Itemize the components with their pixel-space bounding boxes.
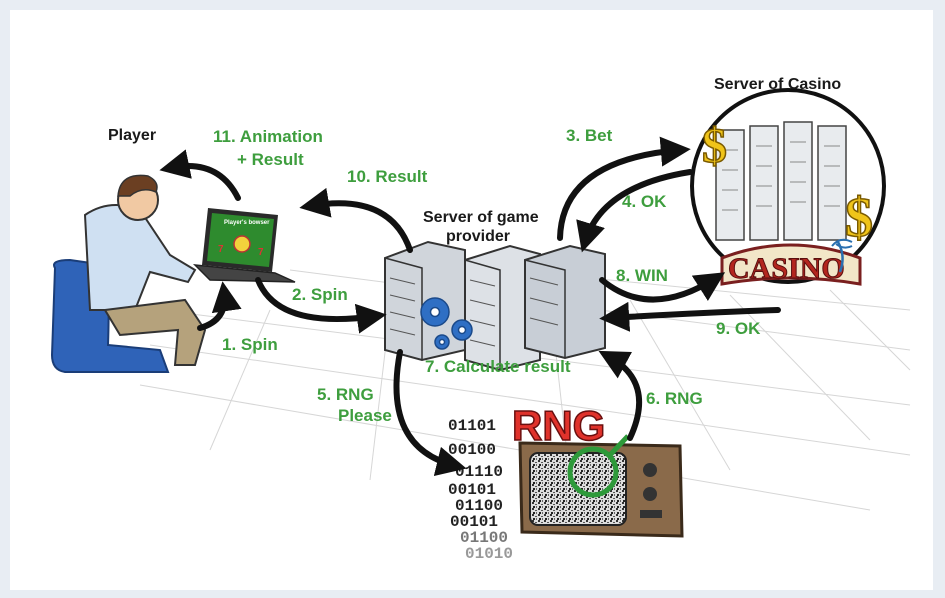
- svg-text:01010: 01010: [465, 545, 513, 563]
- svg-text:7: 7: [258, 247, 264, 258]
- arrow-5-rng-please: [393, 349, 467, 477]
- svg-text:$: $: [702, 117, 727, 173]
- arrow-1-spin: [197, 281, 242, 331]
- arrow-10-result: [299, 187, 413, 253]
- casino-sign: CASINO: [728, 252, 845, 285]
- step-8: 8. WIN: [616, 266, 668, 285]
- step-1: 1. Spin: [222, 335, 278, 354]
- rng-television: [518, 434, 684, 538]
- arrow-8-win: [599, 272, 726, 303]
- step-9: 9. OK: [716, 319, 761, 338]
- arrow-11-animation: [159, 149, 241, 201]
- rng-sign: RNG: [512, 402, 605, 449]
- arrow-4-ok: [576, 169, 693, 253]
- step-10: 10. Result: [347, 167, 428, 186]
- diagram-card: Player's bowser 7 7 Player Server of gam…: [10, 10, 933, 590]
- svg-text:$: $: [845, 187, 873, 249]
- step-11-line2: + Result: [237, 150, 304, 169]
- browser-label: Player's bowser: [224, 220, 270, 226]
- laptop: Player's bowser 7 7: [192, 208, 296, 283]
- step-11-line1: 11. Animation: [213, 127, 323, 146]
- provider-label-line2: provider: [446, 228, 510, 245]
- arrow-9-ok: [599, 301, 781, 332]
- arrow-3-bet: [557, 136, 691, 241]
- binary-stream: 01101 00100 01110 00101 01100 00101 0110…: [448, 417, 513, 563]
- svg-text:00101: 00101: [448, 481, 496, 499]
- step-4: 4. OK: [622, 192, 667, 211]
- dollar-icon: $ $: [701, 116, 874, 250]
- flow-diagram: Player's bowser 7 7 Player Server of gam…: [50, 76, 911, 563]
- arrow-2-spin: [255, 277, 387, 334]
- casino-server: CASINO: [690, 88, 886, 286]
- flow-arrows: [159, 136, 781, 477]
- step-6: 6. RNG: [646, 389, 703, 408]
- arrow-6-rng: [598, 350, 643, 441]
- svg-text:01100: 01100: [455, 497, 503, 515]
- step-2: 2. Spin: [292, 285, 348, 304]
- svg-text:00100: 00100: [448, 441, 496, 459]
- svg-text:01101: 01101: [448, 417, 496, 435]
- step-3: 3. Bet: [566, 126, 613, 145]
- step-7: 7. Calculate result: [425, 357, 571, 376]
- casino-server-label: Server of Casino: [714, 76, 841, 93]
- svg-text:7: 7: [218, 244, 224, 255]
- svg-text:00101: 00101: [450, 513, 498, 531]
- provider-label-line1: Server of game: [423, 209, 539, 226]
- step-5-line2: Please: [338, 406, 392, 425]
- step-5-line1: 5. RNG: [317, 385, 374, 404]
- step-labels: 11. Animation + Result 10. Result 1. Spi…: [213, 126, 761, 425]
- svg-text:01100: 01100: [460, 529, 508, 547]
- player-label: Player: [108, 127, 156, 144]
- gear-icon: [420, 297, 473, 350]
- player-figure: [50, 174, 207, 373]
- svg-text:01110: 01110: [455, 463, 503, 481]
- provider-servers: [384, 240, 606, 372]
